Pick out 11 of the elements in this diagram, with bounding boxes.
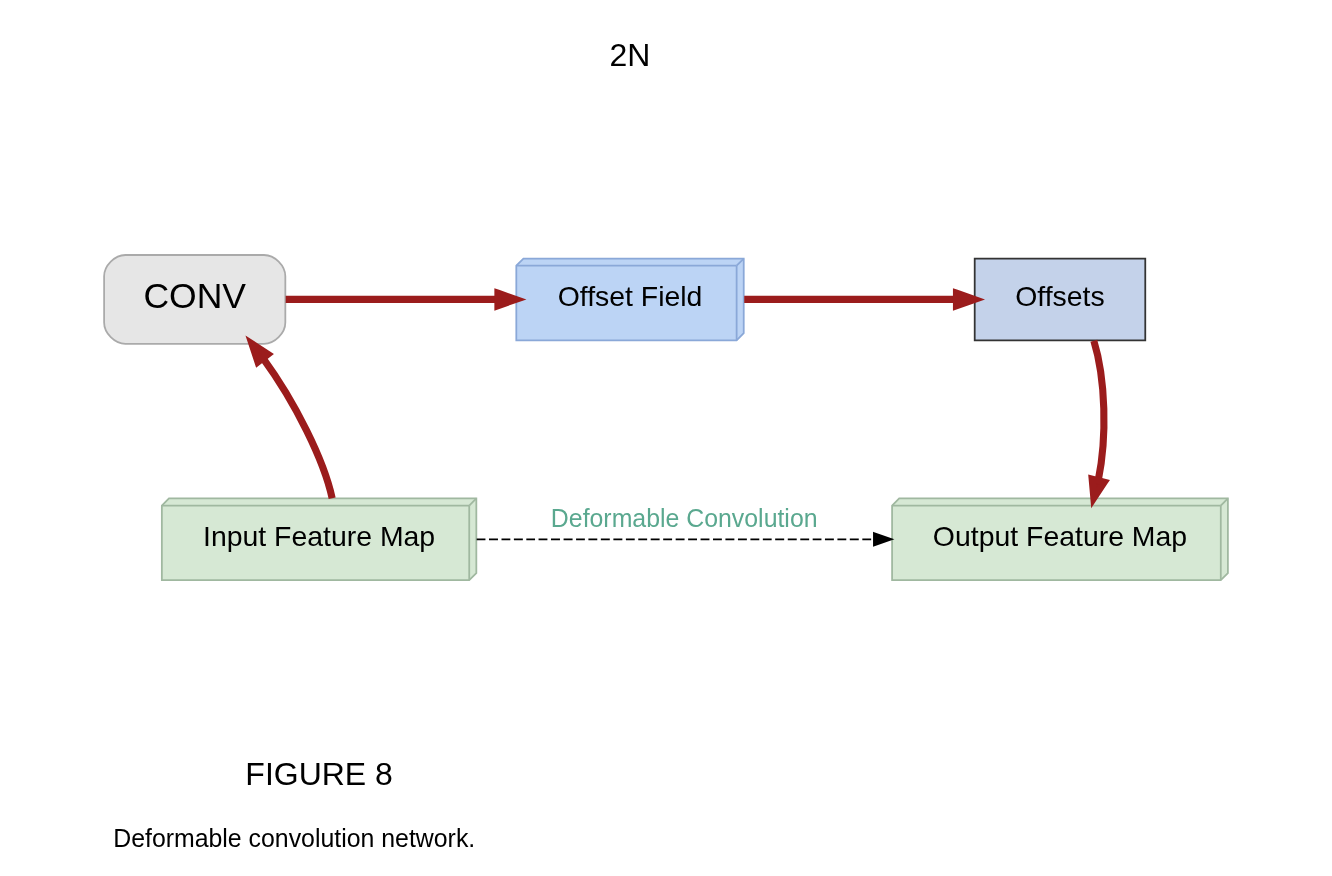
arrow (1088, 339, 1110, 509)
arrow (245, 335, 336, 499)
arrow (475, 531, 895, 547)
edge-label: Deformable Convolution (550, 504, 818, 533)
node-box: Offsets (973, 257, 1147, 342)
label: FIGURE 8 (245, 756, 393, 793)
label: 2N (609, 36, 651, 73)
caption: Deformable convolution network. (113, 824, 476, 852)
arrow (744, 288, 986, 311)
arrow (285, 288, 527, 311)
node-box: CONV (103, 254, 287, 345)
